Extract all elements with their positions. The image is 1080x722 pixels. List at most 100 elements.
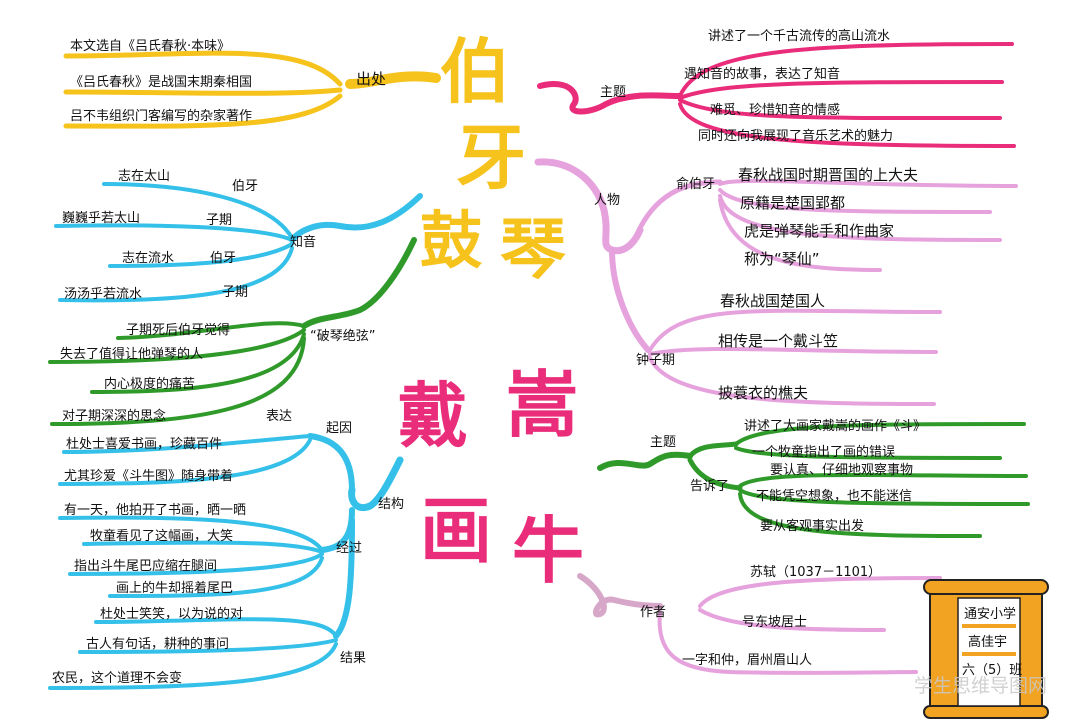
branch-line: [48, 642, 338, 690]
gao-su-line-3: 要从客观事实出发: [760, 518, 864, 534]
ziqi-line-1: 春秋战国楚国人: [720, 292, 825, 310]
branch-line: [116, 321, 306, 340]
scroll-school: 通安小学: [964, 606, 1016, 622]
branch-line: [301, 237, 417, 329]
branch-line: [63, 93, 343, 129]
zhu-ti-boya-line-3: 难觅、珍惜知音的情感: [710, 102, 840, 118]
title-dai-song-hua-niu: 戴 嵩 画 牛: [398, 363, 584, 593]
branch-zhu-ti-daisong: 主题 讲述了大画家戴嵩的画作《斗》 一个牧童指出了画的错误 告诉了 要认真、仔细…: [597, 418, 1030, 538]
branch-line: [68, 552, 324, 576]
branch-line: [678, 42, 1014, 98]
branch-line: [537, 81, 683, 115]
branch-line: [648, 346, 938, 356]
jie-guo-line-2: 古人有句话，耕种的事问: [86, 636, 229, 652]
po-qin-line-2: 失去了值得让他弹琴的人: [60, 346, 203, 362]
zhi-yin-line-4: 子期: [206, 213, 232, 228]
branch-chu-chu: 出处 本文选自《吕氏春秋·本味》 《吕氏春秋》是战国末期秦相国 吕不韦组织门客编…: [63, 39, 441, 129]
branch-jie-gou: 结构 起因 杜处士喜爱书画，珍藏百件 尤其珍爱《斗牛图》随身带着 经过 有一天，…: [48, 421, 404, 690]
zuo-zhe-line-1: 苏轼（1037－1101）: [750, 564, 881, 580]
title-char-gu: 鼓: [420, 204, 483, 277]
branch-line: [82, 540, 324, 554]
zhi-yin-line-1: 志在太山: [118, 169, 170, 184]
branch-line: [62, 434, 312, 454]
branch-line: [738, 492, 982, 538]
branch-line: [718, 178, 1018, 188]
branch-line: [48, 328, 306, 364]
branch-line: [609, 247, 651, 353]
jing-guo-line-1: 有一天，他拍开了书画，晒一晒: [64, 503, 246, 518]
branch-line: [58, 515, 324, 552]
branch-line: [678, 98, 1002, 121]
branch-line: [78, 638, 338, 654]
branch-line: [637, 179, 723, 231]
po-qin-line-5: 表达: [266, 409, 292, 424]
branch-line: [678, 80, 1004, 100]
branch-line: [345, 71, 441, 89]
jing-guo-line-2: 牧童看见了这幅画，大笑: [90, 528, 233, 544]
zhi-yin-line-3: 巍巍乎若太山: [62, 210, 140, 226]
branch-line: [63, 87, 343, 96]
zhi-yin-line-6: 伯牙: [210, 251, 236, 266]
po-qin-line-3: 内心极度的痛苦: [104, 376, 195, 392]
branch-line: [54, 223, 294, 242]
zhu-ti-boya-line-4: 同时还向我展现了音乐艺术的魅力: [698, 128, 893, 144]
title-char-niu: 牛: [512, 509, 584, 593]
title-char-song: 嵩: [506, 363, 578, 447]
zhi-yin-label: 知音: [290, 234, 316, 250]
zhu-ti-daisong-line-1: 讲述了大画家戴嵩的画作《斗》: [744, 418, 926, 434]
ren-wu-label: 人物: [594, 193, 620, 208]
chu-chu-label: 出处: [356, 70, 386, 88]
po-qin-label: “破琴绝弦”: [310, 328, 375, 344]
chu-chu-line-1: 本文选自《吕氏春秋·本味》: [70, 39, 230, 54]
branch-line: [577, 573, 663, 618]
branch-line: [90, 332, 306, 394]
boya-line-4: 称为“琴仙”: [744, 250, 820, 268]
branch-line: [58, 438, 312, 486]
branch-line: [534, 158, 644, 255]
scroll-bottom-roll: [923, 705, 1049, 719]
qi-yin-label: 起因: [326, 421, 352, 436]
branch-line: [63, 50, 343, 87]
branch-line: [289, 193, 423, 243]
jing-guo-line-3: 指出斗牛尾巴应缩在腿间: [74, 558, 217, 574]
branch-line: [687, 457, 743, 491]
branch-line: [734, 422, 1026, 446]
branch-ren-wu: 人物 俞伯牙 春秋战国时期晋国的上大夫 原籍是楚国郢都 虎是弹琴能手和作曲家 称…: [534, 158, 1018, 406]
gao-su-label: 告诉了: [690, 479, 729, 494]
branch-line: [94, 617, 338, 638]
branch-line: [108, 556, 324, 598]
branch-line: [734, 446, 1002, 460]
po-qin-line-1: 子期死后伯牙觉得: [126, 322, 230, 338]
jing-guo-line-4: 画上的牛却摇着尾巴: [116, 580, 233, 596]
branch-line: [718, 198, 882, 272]
zhu-ti-daisong-label: 主题: [650, 435, 676, 450]
gao-su-line-1: 要认真、仔细地观察事物: [770, 463, 913, 478]
zhi-yin-line-7: 汤汤乎若流水: [64, 286, 142, 302]
branch-line: [657, 610, 918, 675]
ziqi-label: 钟子期: [636, 352, 675, 368]
scroll-class: 六（5）班: [962, 663, 1022, 678]
branch-line: [648, 356, 936, 406]
title-char-hua: 画: [420, 489, 492, 573]
gao-su-line-2: 不能凭空想象，也不能迷信: [756, 488, 912, 504]
zhi-yin-line-8: 子期: [222, 285, 248, 300]
branch-line: [718, 188, 992, 214]
chu-chu-line-3: 吕不韦组织门客编写的杂家著作: [70, 108, 252, 124]
jing-guo-label: 经过: [336, 541, 362, 556]
branch-line: [50, 336, 306, 426]
zhu-ti-daisong-line-2: 一个牧童指出了画的错误: [752, 444, 895, 460]
branch-line: [102, 182, 294, 240]
branch-line: [58, 246, 294, 303]
jie-guo-line-1: 杜处士笑笑，以为说的对: [100, 606, 243, 622]
branch-zhu-ti-boya: 主题 讲述了一个千古流传的高山流水 遇知音的故事，表达了知音 难觅、珍惜知音的情…: [537, 28, 1016, 148]
title-char-ya: 牙: [456, 117, 526, 199]
qi-yin-line-1: 杜处士喜爱书画，珍藏百件: [66, 437, 222, 452]
title-bo-ya-gu-qin: 伯 牙 鼓 琴: [420, 31, 566, 288]
branch-line: [648, 308, 942, 352]
branch-line: [687, 441, 739, 459]
branch-line: [348, 456, 404, 511]
branch-line: [597, 451, 693, 471]
branch-line: [738, 472, 1028, 488]
zuo-zhe-line-3: 一字和仲，眉州眉山人: [682, 653, 812, 668]
